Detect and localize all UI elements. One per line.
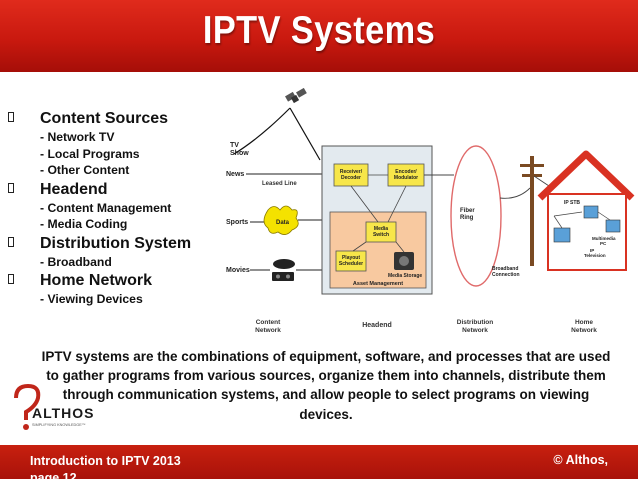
satellite-icon bbox=[285, 88, 307, 104]
bullet-marker-icon bbox=[8, 274, 14, 284]
sub-item: - Media Coding bbox=[40, 217, 128, 231]
media-switch-box bbox=[365, 221, 397, 243]
utility-pole-icon bbox=[520, 156, 544, 266]
sub-item: - Network TV bbox=[40, 130, 115, 144]
sub-item: - Local Programs bbox=[40, 146, 140, 161]
bullet-list: Content Sources - Network TV - Local Pro… bbox=[8, 108, 218, 308]
headend-label: Headend bbox=[362, 322, 392, 329]
multimedia-pc-icon bbox=[605, 219, 621, 233]
bullet-label: Home Network bbox=[40, 272, 153, 289]
bullet-label: Content Sources bbox=[40, 110, 169, 127]
satellite-downlink-line bbox=[289, 107, 321, 161]
data-cloud-icon bbox=[263, 205, 299, 235]
slide-title: IPTV Systems bbox=[202, 9, 436, 52]
satellite-link-line bbox=[233, 107, 291, 155]
bullet-label: Distribution System bbox=[40, 234, 192, 252]
sub-item: - Other Content bbox=[40, 163, 130, 177]
logo-name: ALTHOS bbox=[32, 405, 95, 421]
bullet-content-sources: Content Sources - Network TV - Local Pro… bbox=[8, 108, 218, 179]
bullet-marker-icon bbox=[8, 236, 14, 247]
tape-icon bbox=[272, 272, 294, 281]
bullet-marker-icon bbox=[8, 112, 14, 122]
ip-television-icon bbox=[553, 227, 571, 243]
ring-to-pole-line bbox=[499, 187, 531, 199]
sub-item: - Content Management bbox=[40, 200, 172, 215]
sub-item: - Broadband bbox=[40, 254, 112, 269]
disc-icon bbox=[273, 259, 295, 269]
svg-text:Receiver/Decoder: Receiver/Decoder bbox=[340, 169, 363, 181]
sports-label: Sports bbox=[226, 219, 248, 226]
ip-stb-label: IP STB bbox=[564, 200, 580, 206]
footer-bar: Introduction to IPTV 2013 page 12 © Alth… bbox=[0, 445, 638, 485]
headend-links bbox=[350, 174, 407, 253]
bullet-distribution: Distribution System - Broadband bbox=[8, 233, 218, 271]
bullet-label: Headend bbox=[40, 180, 108, 198]
question-mark-icon bbox=[14, 383, 41, 420]
home-links bbox=[553, 211, 611, 229]
playout-scheduler-box bbox=[335, 250, 367, 272]
svg-text:Encoder/Modulator: Encoder/Modulator bbox=[394, 169, 418, 181]
house-roof bbox=[537, 150, 635, 201]
fiber-ring bbox=[450, 145, 502, 287]
althos-logo: ALTHOS SIMPLIFYING KNOWLEDGE™ bbox=[14, 383, 95, 430]
leased-line-label: Leased Line bbox=[262, 181, 297, 187]
news-label: News bbox=[226, 171, 244, 178]
logo-tagline: SIMPLIFYING KNOWLEDGE™ bbox=[32, 423, 86, 427]
footer-copyright: © Althos, bbox=[553, 453, 608, 467]
sub-item: - Viewing Devices bbox=[40, 292, 143, 306]
data-label: Data bbox=[276, 220, 290, 226]
bullet-marker-icon bbox=[8, 182, 14, 193]
bullet-headend: Headend - Content Management - Media Cod… bbox=[8, 179, 218, 233]
ip-stb-icon bbox=[583, 205, 599, 219]
footer-left-text: Introduction to IPTV 2013 page 12 bbox=[30, 454, 181, 485]
title-bar: IPTV Systems bbox=[0, 0, 638, 72]
bullet-home-network: Home Network - Viewing Devices bbox=[8, 270, 218, 308]
media-storage-label: Media Storage bbox=[388, 273, 422, 279]
movies-label: Movies bbox=[226, 267, 250, 274]
description-text: IPTV systems are the combinations of equ… bbox=[41, 349, 611, 422]
asset-management-label: Asset Management bbox=[353, 281, 403, 287]
